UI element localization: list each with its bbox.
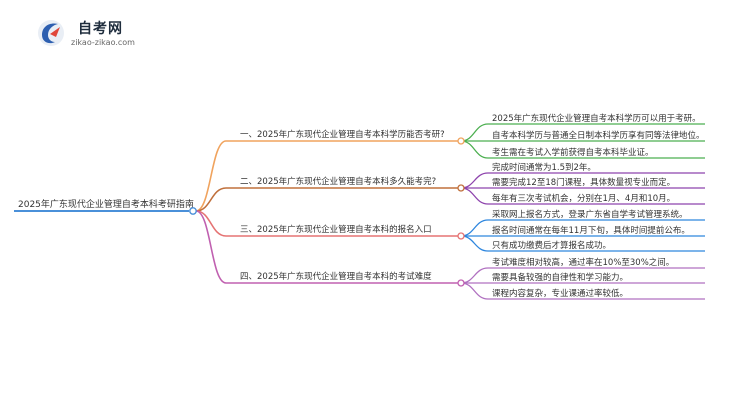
- logo-mark-icon: [38, 20, 64, 46]
- leaf-2-2-label[interactable]: 需要完成12至18门课程，具体数量视专业而定。: [492, 177, 675, 188]
- leaf-3-3-label[interactable]: 只有成功缴费后才算报名成功。: [492, 240, 611, 251]
- leaf-4-1-label[interactable]: 考试难度相对较高，通过率在10%至30%之间。: [492, 257, 674, 268]
- leaf-1-3-label[interactable]: 考生需在考试入学前获得自考本科毕业证。: [492, 147, 654, 158]
- branch-3-label[interactable]: 三、2025年广东现代企业管理自考本科的报名入口: [240, 224, 432, 235]
- branch-4-connector: [195, 210, 227, 284]
- branch-1-toggle[interactable]: [457, 137, 465, 145]
- site-logo[interactable]: 自考网 zikao-zikao.com: [36, 16, 156, 56]
- branch-1-connector: [195, 140, 227, 212]
- leaf-2-1-connector: [460, 172, 489, 189]
- root-toggle[interactable]: [189, 207, 197, 215]
- leaf-3-3-connector: [460, 235, 489, 252]
- leaf-4-1-connector: [460, 267, 489, 284]
- leaf-1-2-label[interactable]: 自考本科学历与普通全日制本科学历享有同等法律地位。: [492, 130, 705, 141]
- branch-2-connector: [195, 187, 227, 212]
- branch-4-label[interactable]: 四、2025年广东现代企业管理自考本科的考试难度: [240, 271, 432, 282]
- branch-1-label[interactable]: 一、2025年广东现代企业管理自考本科学历能否考研?: [240, 129, 445, 140]
- branch-4-toggle[interactable]: [457, 279, 465, 287]
- leaf-3-2-label[interactable]: 报名时间通常在每年11月下旬，具体时间提前公布。: [492, 225, 690, 236]
- leaf-2-3-connector: [460, 187, 489, 205]
- leaf-2-1-label[interactable]: 完成时间通常为1.5到2年。: [492, 162, 596, 173]
- branch-2-toggle[interactable]: [457, 184, 465, 192]
- root-node-label: 2025年广东现代企业管理自考本科考研指南: [18, 198, 194, 210]
- branch-2-label[interactable]: 二、2025年广东现代企业管理自考本科多久能考完?: [240, 176, 436, 187]
- leaf-1-1-label[interactable]: 2025年广东现代企业管理自考本科学历可以用于考研。: [492, 113, 701, 124]
- leaf-4-3-connector: [460, 282, 489, 300]
- logo-title: 自考网: [78, 21, 123, 37]
- leaf-2-3-label[interactable]: 每年有三次考试机会，分别在1月、4月和10月。: [492, 193, 675, 204]
- logo-url: zikao-zikao.com: [71, 38, 135, 47]
- leaf-1-1-connector: [460, 123, 489, 142]
- leaf-4-2-label[interactable]: 需要具备较强的自律性和学习能力。: [492, 272, 628, 283]
- branch-3-toggle[interactable]: [457, 232, 465, 240]
- leaf-3-1-label[interactable]: 采取网上报名方式，登录广东省自学考试管理系统。: [492, 209, 688, 220]
- leaf-1-3-connector: [460, 140, 489, 159]
- leaf-3-1-connector: [460, 219, 489, 237]
- leaf-4-3-label[interactable]: 课程内容复杂，专业课通过率较低。: [492, 288, 628, 299]
